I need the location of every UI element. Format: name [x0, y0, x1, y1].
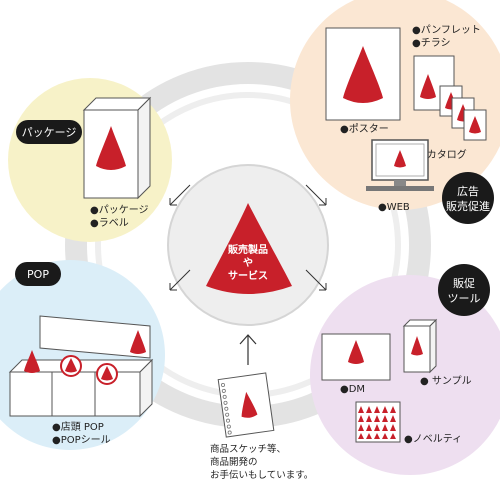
center-cone	[206, 203, 292, 294]
pop-item-2: ●POPシール	[52, 435, 111, 446]
tools-badge	[438, 264, 490, 316]
tools-item-dm: ●DM	[340, 384, 365, 395]
note-line-3: お手伝いもしています。	[210, 469, 313, 481]
center-label-2: や	[243, 257, 253, 269]
ad-item-flyer: ●チラシ	[412, 37, 451, 49]
package-badge	[16, 120, 82, 144]
note-line-2: 商品開発の	[210, 456, 258, 468]
package-item-2: ●ラベル	[90, 217, 129, 229]
novelty-stickers	[358, 406, 396, 439]
ad-badge-label-1: 広告	[457, 185, 479, 198]
package-group: パッケージ ●パッケージ ●ラベル	[16, 96, 152, 229]
ad-item-pamphlet: ●パンフレット	[412, 24, 481, 36]
package-cone	[96, 126, 126, 170]
pop-badge-label: POP	[27, 268, 49, 281]
tools-item-sample: ● サンプル	[420, 375, 472, 387]
center-label-1: 販売製品	[228, 243, 268, 256]
sketch-group: 商品スケッチ等、 商品開発の お手伝いもしています。	[210, 372, 313, 481]
up-arrow	[239, 334, 257, 365]
center-arrows	[169, 184, 327, 291]
tools-group: 販促 ツール ●DM ● サンプル ●ノベルティ	[321, 264, 490, 445]
pop-banner	[39, 315, 151, 359]
ad-badge-label-2: 販売促進	[446, 199, 490, 213]
package-badge-label: パッケージ	[22, 126, 77, 139]
package-item-1: ●パッケージ	[90, 204, 149, 216]
ad-group: ●ポスター ●パンフレット ●チラシ ●カタログ ●WEB 広告 販売促進	[325, 24, 494, 224]
tools-badge-label-1: 販促	[453, 276, 475, 290]
pop-group: POP ●店頭 POP ●POPシール	[8, 262, 154, 446]
pop-badge	[15, 262, 61, 286]
note-line-1: 商品スケッチ等、	[210, 443, 286, 455]
ad-item-web: ●WEB	[378, 202, 410, 213]
pop-shelf	[9, 371, 141, 417]
ad-item-catalog: ●カタログ	[418, 148, 467, 161]
ad-badge	[442, 172, 494, 224]
tools-item-novelty: ●ノベルティ	[404, 433, 462, 445]
ad-item-poster: ●ポスター	[340, 123, 389, 135]
pop-item-1: ●店頭 POP	[52, 420, 104, 433]
tools-badge-label-2: ツール	[448, 292, 481, 305]
center-label-3: サービス	[228, 269, 268, 282]
